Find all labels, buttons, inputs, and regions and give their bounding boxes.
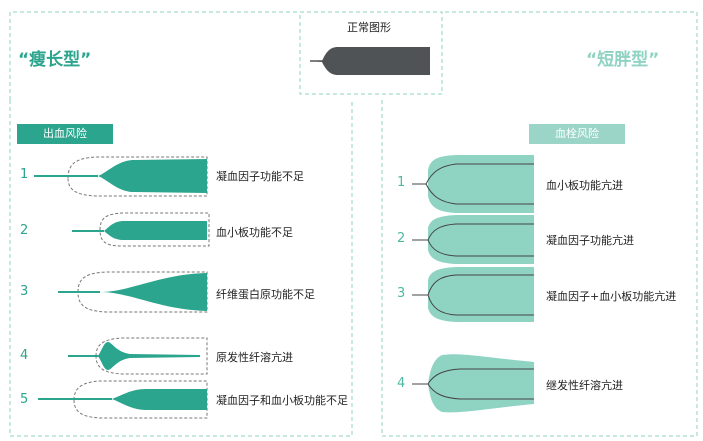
left-panel-title: “瘦长型”: [18, 50, 92, 70]
right-risk-badge: 血栓风险: [529, 124, 625, 144]
right-row-number: 3: [397, 286, 406, 301]
left-panel-top-frame: [9, 11, 300, 100]
right-row4-shape: [428, 354, 534, 413]
left-row3-shape: [100, 273, 207, 311]
left-row-label: 血小板功能不足: [216, 226, 293, 239]
left-row2-shape: [104, 221, 207, 240]
left-row4-shape: [98, 342, 200, 370]
left-row-number: 1: [20, 167, 29, 182]
right-row2-line: [412, 223, 534, 257]
normal-box-frame: [299, 11, 443, 95]
right-row3-shape: [428, 267, 534, 322]
right-row-number: 1: [397, 175, 406, 190]
normal-title: 正常图形: [347, 21, 391, 34]
right-row1-line: [412, 163, 534, 205]
right-row-label: 凝血因子功能亢进: [546, 234, 634, 247]
normal-shape: [310, 47, 430, 75]
left-row-number: 2: [20, 223, 29, 238]
left-row-label: 纤维蛋白原功能不足: [216, 288, 315, 301]
left-row-number: 5: [20, 392, 29, 407]
left-row-label: 凝血因子和血小板功能不足: [216, 394, 348, 407]
left-row5-shape: [112, 389, 207, 410]
left-row-label: 凝血因子功能不足: [216, 170, 304, 183]
left-panel-frame: [9, 100, 353, 437]
right-row-number: 2: [397, 231, 406, 246]
right-row1-shape: [428, 155, 534, 213]
left-row-label: 原发性纤溶亢进: [216, 351, 293, 364]
left-risk-badge: 出血风险: [17, 124, 113, 144]
right-row-label: 凝血因子+血小板功能亢进: [546, 290, 677, 303]
left-row2-outline: [99, 212, 210, 247]
right-row-label: 血小板功能亢进: [546, 179, 623, 192]
right-row2-shape: [428, 215, 534, 264]
right-panel-title: “短胖型”: [586, 50, 660, 70]
left-row-number: 3: [20, 284, 29, 299]
right-panel-frame: [381, 11, 698, 437]
right-row3-line: [412, 274, 534, 316]
right-row-label: 继发性纤溶亢进: [546, 379, 623, 392]
right-row-number: 4: [397, 376, 406, 391]
left-row1-shape: [98, 159, 207, 193]
right-row4-line: [412, 368, 534, 400]
left-row4-outline: [95, 337, 208, 375]
left-row-number: 4: [20, 348, 29, 363]
